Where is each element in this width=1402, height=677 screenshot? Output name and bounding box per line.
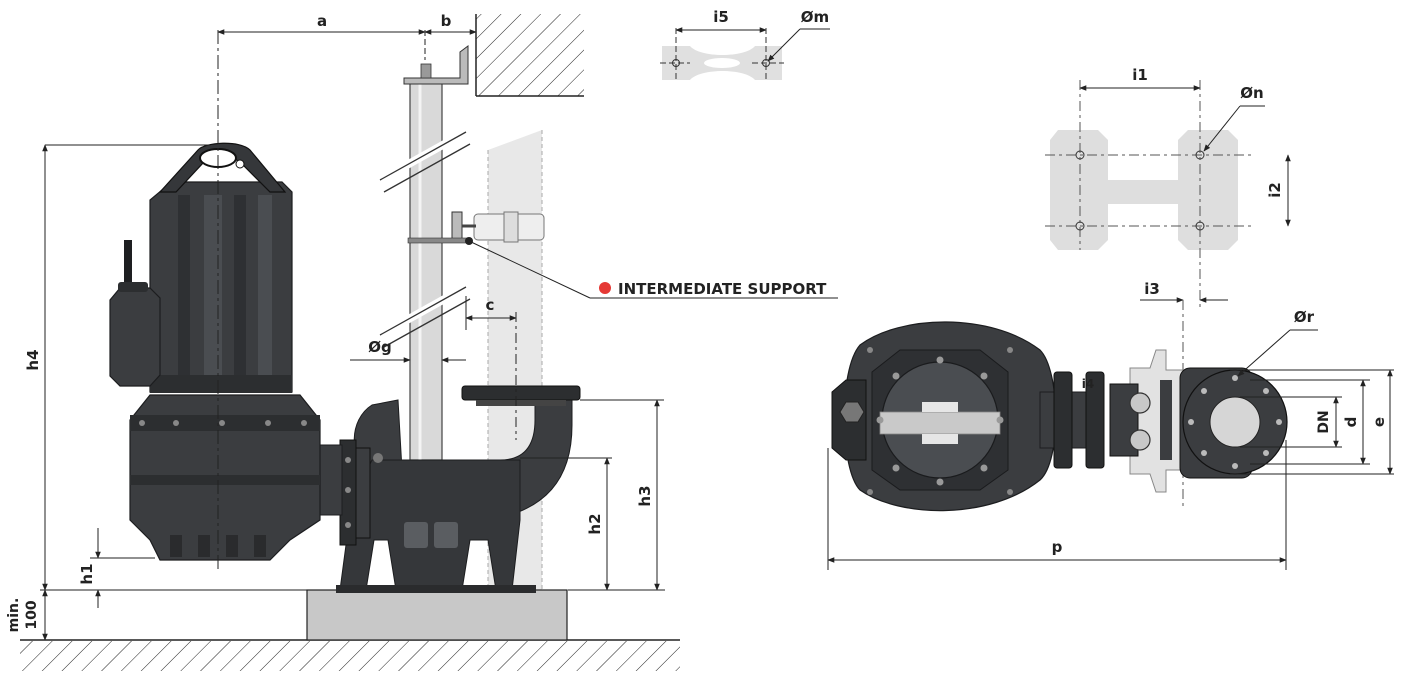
plan-handle: [879, 411, 1001, 435]
dim-100-label: 100: [24, 600, 40, 629]
dim-m-label: Øm: [801, 8, 829, 26]
dim-d-label: d: [1342, 417, 1360, 428]
dim-a-label: a: [317, 12, 327, 30]
dim-min-label: min.: [6, 598, 22, 633]
concrete-base: [306, 589, 568, 641]
foot-plate: [1050, 130, 1238, 250]
dim-h4-label: h4: [24, 349, 42, 370]
dim-i2-label: i2: [1266, 182, 1284, 198]
dim-dn-label: DN: [1316, 410, 1332, 433]
dim-g-label: Øg: [368, 338, 392, 356]
dim-h1-label: h1: [78, 563, 96, 584]
dim-c-label: c: [486, 296, 495, 314]
support-leader: [468, 240, 591, 299]
foot-plate-detail: i1 Øn i2 i3: [1045, 66, 1291, 510]
dim-i5-label: i5: [713, 8, 729, 26]
support-label: INTERMEDIATE SUPPORT: [618, 280, 827, 298]
dim-i3-label: i3: [1144, 280, 1160, 298]
guide-pipe: [409, 79, 443, 461]
dim-b-label: b: [441, 12, 452, 30]
dim-n-label: Øn: [1240, 84, 1263, 102]
cable-gland-box: [109, 287, 161, 387]
plan-view: i4 Ør DN d e p: [827, 308, 1394, 570]
dim-r-label: Ør: [1294, 308, 1315, 326]
dim-i4-label: i4: [1082, 377, 1094, 391]
dim-e-label: e: [1370, 417, 1388, 427]
ground-hatch: [20, 641, 680, 671]
wall-hatch: [476, 14, 584, 96]
support-dot-icon: [599, 282, 611, 294]
dim-p-label: p: [1052, 538, 1063, 556]
discharge-flange: [461, 385, 581, 401]
dim-h3-label: h3: [636, 485, 654, 506]
dim-i1-label: i1: [1132, 66, 1148, 84]
plan-outlet-bore: [1209, 396, 1261, 448]
side-view: a b c Øg INTERMEDIATE SUPPORT h4 h1 min.…: [6, 12, 838, 671]
power-cable: [124, 240, 132, 290]
bracket-detail: i5 Øm: [660, 8, 830, 80]
dim-h2-label: h2: [586, 513, 604, 534]
